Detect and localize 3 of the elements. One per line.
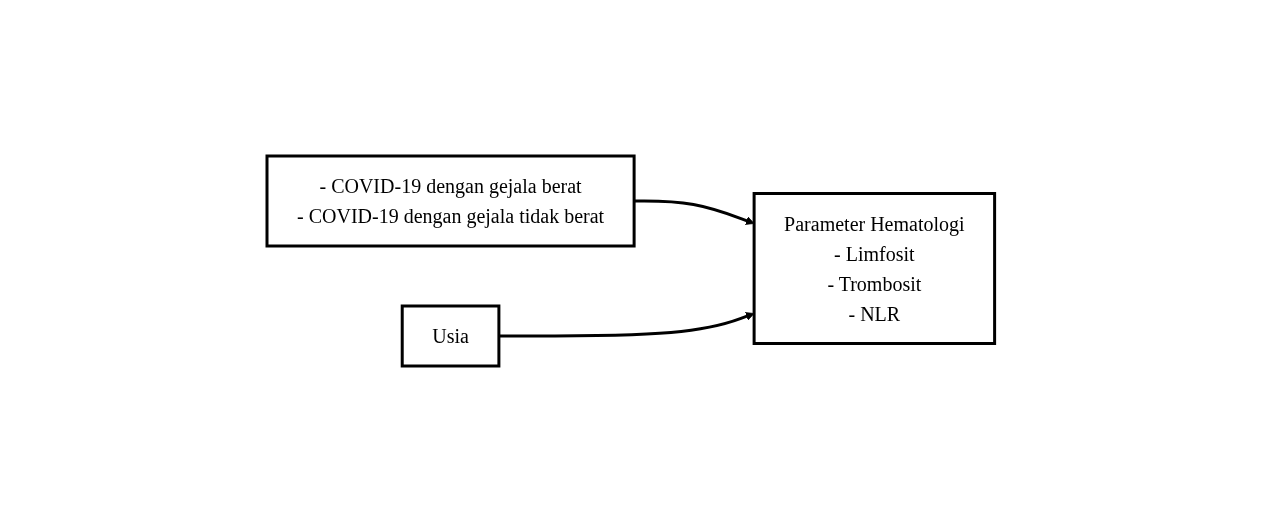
node-box: Usia (400, 304, 501, 367)
node-box: Parameter Hematologi - Limfosit - Trombosit - NLR (752, 191, 996, 345)
node-box: - COVID-19 dengan gejala berat - COVID-19 dengan gejala tidak berat (265, 154, 636, 247)
